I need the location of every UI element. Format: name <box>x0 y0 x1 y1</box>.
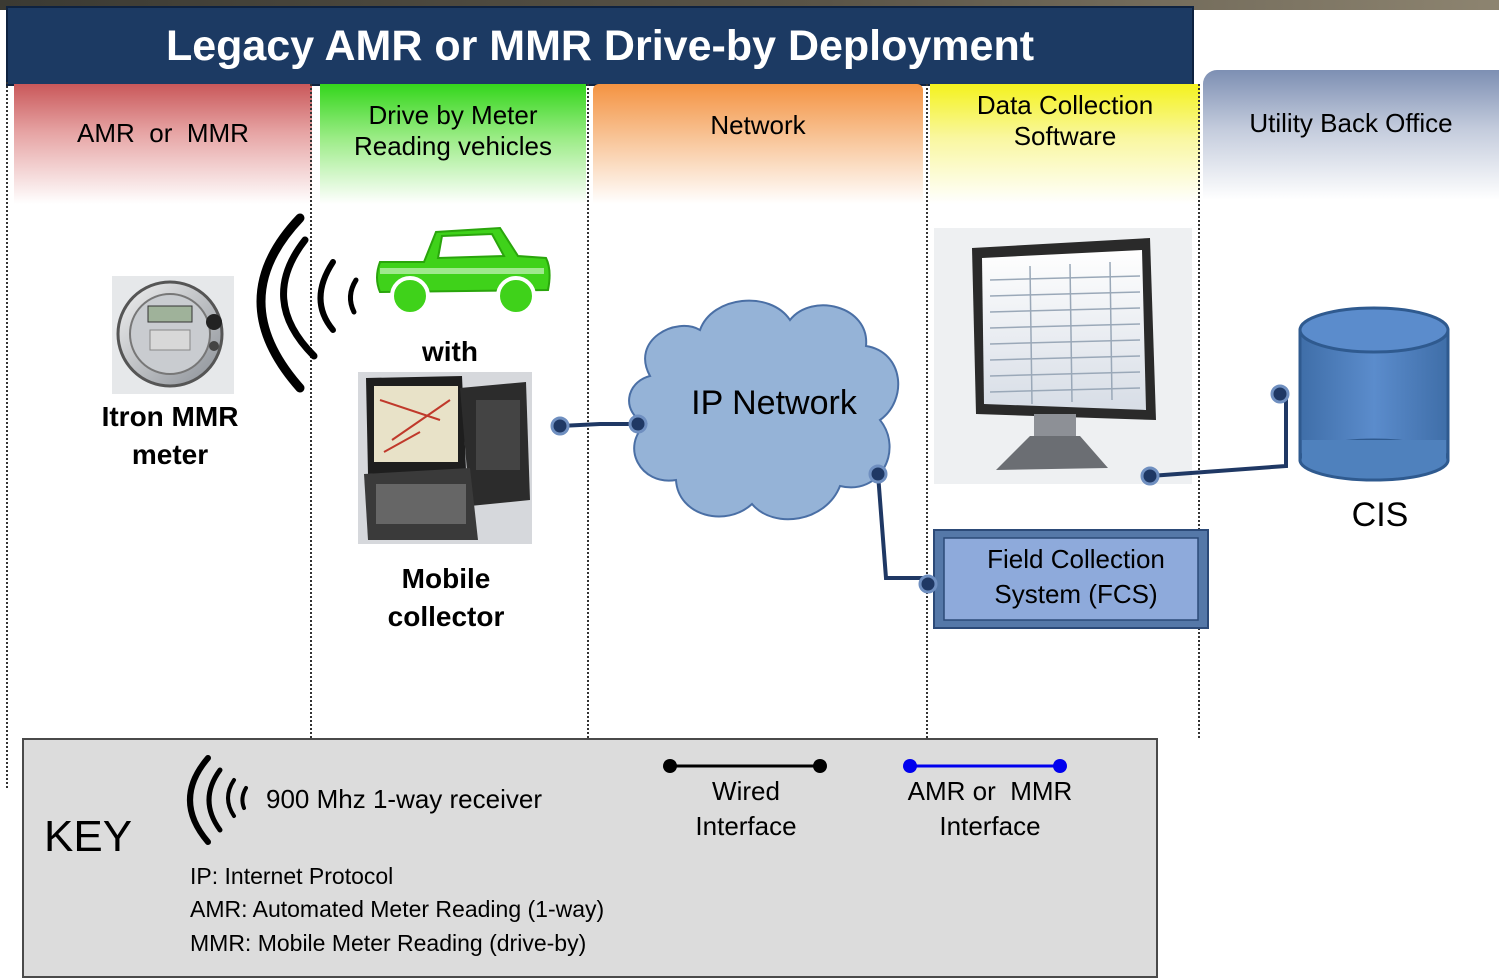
truck-icon <box>376 226 551 316</box>
top-strip <box>0 0 1499 10</box>
key-amr-label-line1: AMR or MMR <box>907 776 1073 806</box>
key-abbreviations: IP: Internet Protocol AMR: Automated Met… <box>190 860 604 960</box>
key-amr-label: AMR or MMR Interface <box>880 774 1100 844</box>
cis-database-icon <box>1298 306 1450 482</box>
key-abbr-ip: IP: Internet Protocol <box>190 863 394 889</box>
ip-network-cloud <box>628 299 900 521</box>
mobile-collector-laptop-icon <box>358 372 532 544</box>
diagram-title-text: Legacy AMR or MMR Drive-by Deployment <box>165 21 1035 70</box>
itron-meter-label-line2: meter <box>131 438 209 470</box>
column-divider <box>926 84 928 738</box>
column-header-drive-line1: Drive by Meter <box>368 100 538 130</box>
monitor-icon <box>934 228 1192 484</box>
itron-meter-label-line1: Itron MMR <box>101 401 239 432</box>
key-legend <box>22 738 1158 978</box>
mobile-collector-label-line1: Mobile <box>401 563 491 594</box>
column-header-dcs-line2: Software <box>1013 120 1117 151</box>
key-wired-label: Wired Interface <box>660 774 832 844</box>
column-header-dcs-line1: Data Collection <box>976 90 1154 120</box>
column-divider <box>1198 84 1200 738</box>
fcs-label-line1: Field Collection <box>987 544 1165 574</box>
column-header-data-collection: Data Collection Software <box>930 84 1200 204</box>
radio-wave-icon <box>256 213 359 393</box>
column-divider <box>587 84 589 738</box>
key-amr-interface-line <box>903 759 1067 773</box>
column-header-amr: AMR or MMR <box>14 84 312 204</box>
key-wired-label-line1: Wired <box>712 776 780 806</box>
key-wired-interface-line <box>663 759 827 773</box>
key-abbr-mmr: MMR: Mobile Meter Reading (drive-by) <box>190 929 587 956</box>
mobile-collector-label: Mobile collector <box>336 560 556 636</box>
column-header-drive-line2: Reading vehicles <box>353 131 552 162</box>
diagram-title: Legacy AMR or MMR Drive-by Deployment <box>6 6 1194 86</box>
column-header-network-label: Network <box>710 110 806 140</box>
column-divider <box>6 82 8 788</box>
key-amr-label-line2: Interface <box>939 811 1041 842</box>
with-label: with <box>422 336 478 367</box>
fcs-label: Field Collection System (FCS) <box>944 542 1208 612</box>
column-header-network: Network <box>593 84 923 204</box>
cis-label: CIS <box>1351 496 1409 534</box>
column-header-amr-label: AMR or MMR <box>77 118 249 148</box>
itron-meter-label: Itron MMR meter <box>60 398 280 474</box>
ip-network-label: IP Network <box>691 384 857 422</box>
key-abbr-amr: AMR: Automated Meter Reading (1-way) <box>190 896 605 923</box>
fcs-label-line2: System (FCS) <box>994 579 1158 610</box>
key-radio-wave-icon <box>187 755 248 845</box>
column-divider <box>310 84 312 738</box>
itron-meter-icon <box>112 276 234 394</box>
key-title: KEY <box>44 812 133 861</box>
mobile-collector-label-line2: collector <box>387 600 505 632</box>
key-receiver-label: 900 Mhz 1-way receiver <box>266 784 542 814</box>
connector-endpoints <box>550 384 1290 594</box>
column-header-ubo-label: Utility Back Office <box>1249 108 1453 138</box>
column-header-drive-by: Drive by Meter Reading vehicles <box>320 84 586 204</box>
column-header-utility-back-office: Utility Back Office <box>1203 70 1499 200</box>
key-wired-label-line2: Interface <box>695 811 797 842</box>
